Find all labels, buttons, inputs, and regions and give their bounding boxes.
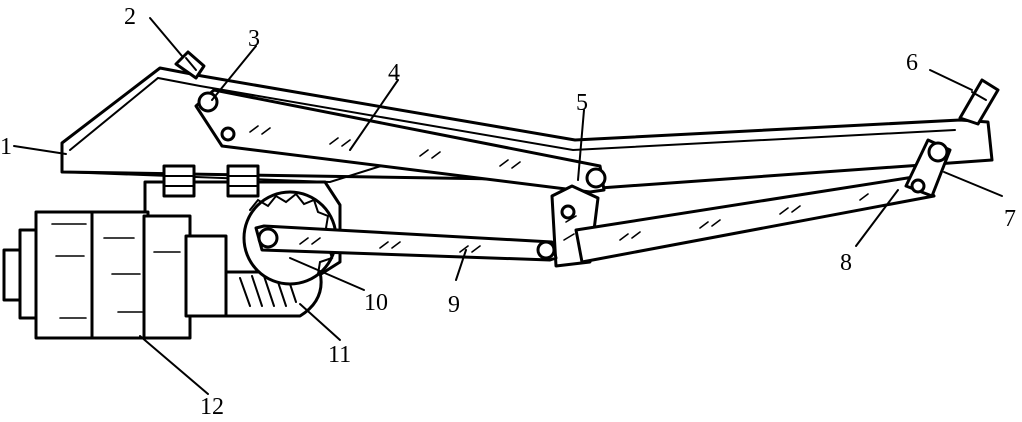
part-9-rod [254, 224, 558, 262]
label-3: 3 [248, 26, 260, 52]
label-1: 1 [0, 134, 12, 160]
part-2-tab [174, 50, 206, 80]
label-11: 11 [328, 342, 351, 368]
part-labels: 1 2 3 4 5 6 7 8 9 10 11 12 [0, 4, 1016, 420]
label-2: 2 [124, 4, 136, 30]
label-9: 9 [448, 292, 460, 318]
label-4: 4 [388, 60, 400, 86]
label-12: 12 [200, 394, 224, 417]
part-4-link [194, 88, 606, 194]
label-10: 10 [364, 290, 388, 316]
part-12-motor [2, 210, 228, 340]
label-5: 5 [576, 90, 588, 116]
label-8: 8 [840, 250, 852, 276]
label-7: 7 [1004, 206, 1016, 232]
part-8-link [574, 174, 936, 264]
part-6-tab [958, 78, 1000, 126]
leader-lines [13, 17, 1003, 395]
label-6: 6 [906, 50, 918, 76]
pin-joints [197, 91, 949, 260]
